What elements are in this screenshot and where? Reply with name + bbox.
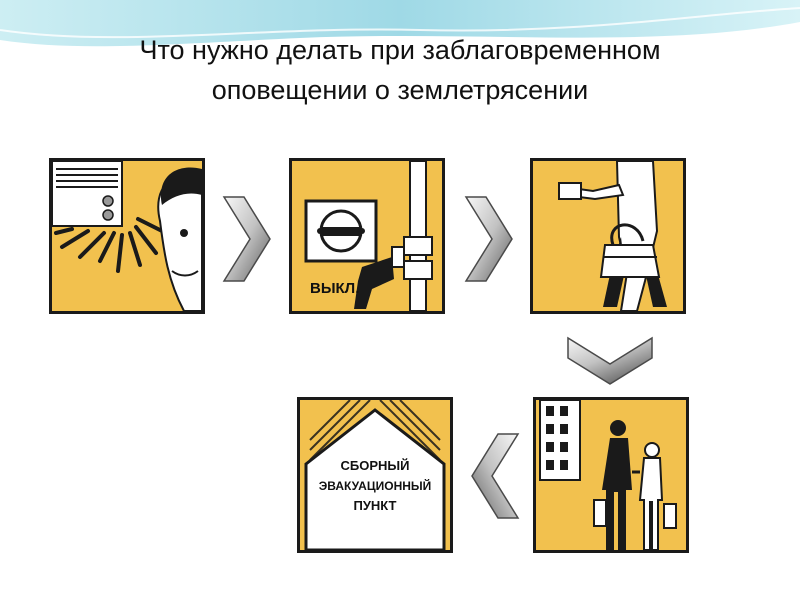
slide-title: Что нужно делать при заблаговременном оп… — [40, 30, 760, 110]
step-1-alarm-panel — [49, 158, 205, 314]
header-wave-decoration — [0, 0, 800, 47]
assembly-point-sign-icon: СБОРНЫЙ ЭВАКУАЦИОННЫЙ ПУНКТ — [304, 400, 446, 550]
sign-line-3: ПУНКТ — [353, 498, 396, 513]
person-with-bag-and-documents-icon — [558, 161, 667, 311]
step-4-leave-building-panel — [533, 397, 689, 553]
alarm-speaker-listener-icon — [52, 161, 202, 311]
arrow-right-icon-1 — [222, 196, 271, 282]
family-leaving-building-icon — [539, 400, 677, 550]
sign-line-1: СБОРНЫЙ — [341, 458, 410, 473]
title-line-2: оповещении о землетрясении — [211, 75, 589, 105]
arrow-left-icon — [471, 433, 520, 519]
sign-line-2: ЭВАКУАЦИОННЫЙ — [319, 478, 432, 493]
step-2-switch-off-panel: ВЫКЛ. — [289, 158, 445, 314]
arrow-right-icon-2 — [464, 196, 513, 282]
step-3-take-bag-panel — [530, 158, 686, 314]
arrow-down-icon — [567, 336, 653, 385]
switch-off-utilities-icon: ВЫКЛ. — [304, 161, 433, 311]
step-5-assembly-point-panel: СБОРНЫЙ ЭВАКУАЦИОННЫЙ ПУНКТ — [297, 397, 453, 553]
title-line-1: Что нужно делать при заблаговременном — [139, 35, 661, 65]
switch-off-label: ВЫКЛ. — [310, 280, 359, 297]
